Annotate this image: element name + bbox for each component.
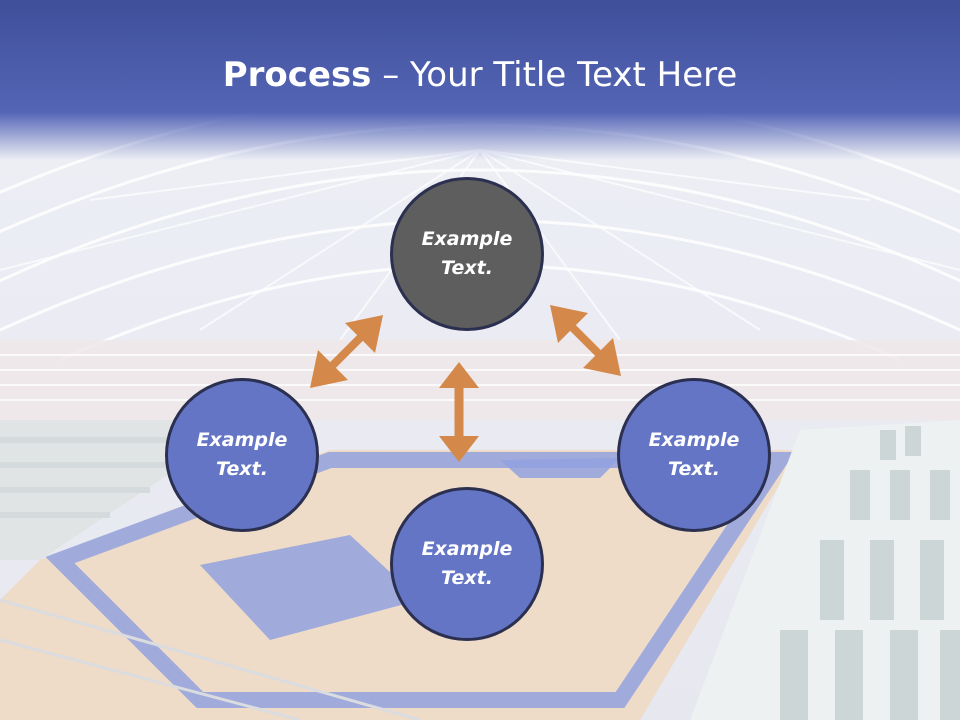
title-bold-part: Process — [222, 55, 372, 95]
slide-title: Process – Your Title Text Here — [0, 52, 960, 98]
process-node-left-label: Example Text. — [196, 429, 288, 480]
process-node-top-label: Example Text. — [421, 228, 513, 279]
process-node-bottom: Example Text. — [390, 487, 544, 641]
process-node-right-label: Example Text. — [648, 429, 740, 480]
process-node-bottom-label: Example Text. — [421, 538, 513, 589]
process-node-left: Example Text. — [165, 378, 319, 532]
title-rest-part: – Your Title Text Here — [371, 55, 738, 95]
process-node-right: Example Text. — [617, 378, 771, 532]
process-node-top: Example Text. — [390, 177, 544, 331]
